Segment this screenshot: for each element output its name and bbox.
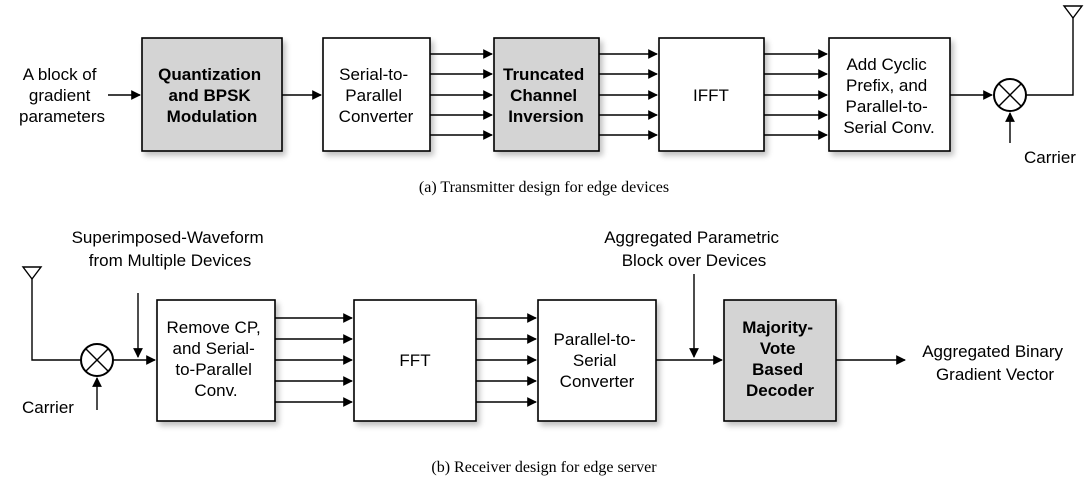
fft-block: [353, 299, 477, 422]
truncated-channel-inversion-label: Truncated Channel Inversion: [503, 65, 589, 126]
tx-caption: (a) Transmitter design for edge devices: [419, 179, 669, 196]
rx-aggregate-label: Aggregated Parametric Block over Devices: [604, 228, 784, 270]
add-cyclic-prefix-label: Add Cyclic Prefix, and Parallel-to- Seri…: [843, 55, 934, 137]
tx-input-label: A block of gradient parameters: [19, 65, 105, 126]
rx-input-label: Superimposed-Waveform from Multiple Devi…: [72, 228, 269, 270]
quantization-bpsk-label: Quantization and BPSK Modulation: [158, 65, 266, 126]
receiver-diagram: Superimposed-Waveform from Multiple Devi…: [21, 228, 1068, 476]
parallel-to-serial-block: [537, 299, 657, 422]
tx-parallel-arrows-3: [764, 49, 828, 140]
truncated-channel-inversion-block: [493, 37, 600, 152]
tx-antenna-icon: [1062, 5, 1084, 20]
rx-mixer-icon: [80, 343, 114, 377]
rx-antenna-line: [31, 279, 81, 361]
tx-carrier-label: Carrier: [1024, 148, 1076, 167]
rx-caption: (b) Receiver design for edge server: [431, 459, 657, 476]
remove-cp-label: Remove CP, and Serial- to-Parallel Conv.: [167, 318, 266, 400]
rx-parallel-arrows-2: [476, 313, 537, 407]
serial-to-parallel-label: Serial-to- Parallel Converter: [339, 65, 414, 126]
rx-carrier-label: Carrier: [22, 398, 74, 417]
ifft-label: IFFT: [693, 86, 729, 105]
majority-vote-decoder-label: Majority- Vote Based Decoder: [742, 318, 818, 400]
tx-antenna-line: [1026, 16, 1074, 96]
tx-parallel-arrows-1: [430, 49, 493, 140]
transmitter-diagram: A block of gradient parameters Quantizat…: [19, 5, 1084, 196]
tx-parallel-arrows-2: [599, 49, 658, 140]
quantization-bpsk-block: [141, 37, 283, 152]
rx-output-label: Aggregated Binary Gradient Vector: [922, 342, 1068, 384]
remove-cp-block: [156, 299, 276, 422]
parallel-to-serial-label: Parallel-to- Serial Converter: [554, 330, 641, 391]
serial-to-parallel-block: [322, 37, 431, 152]
rx-parallel-arrows-1: [275, 313, 353, 407]
rx-antenna-icon: [21, 266, 43, 281]
tx-mixer-icon: [993, 78, 1027, 112]
ifft-block: [658, 37, 765, 152]
fft-label: FFT: [399, 351, 430, 370]
